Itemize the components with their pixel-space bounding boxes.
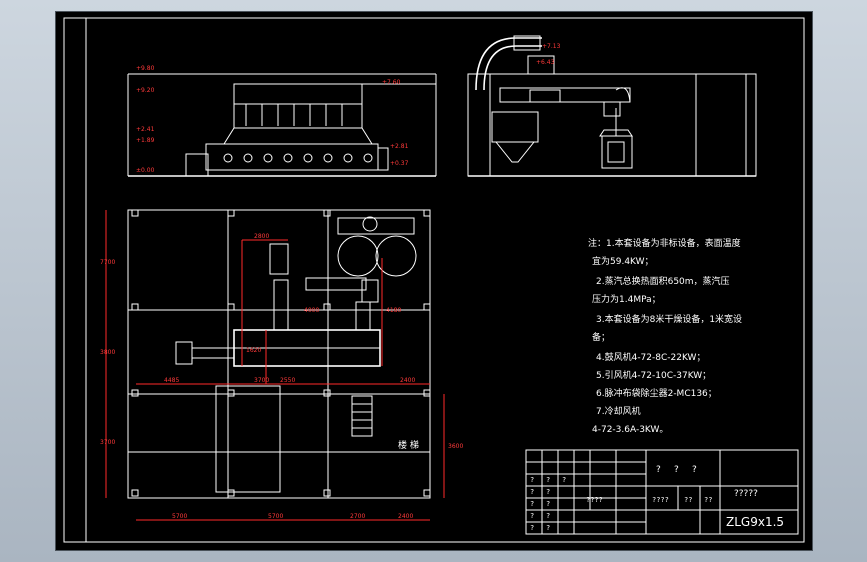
- level-label: +1.89: [136, 137, 155, 144]
- dimension-label: 4000: [304, 307, 319, 314]
- title-cell: ?: [674, 465, 679, 475]
- dimension-label: 3600: [448, 443, 463, 450]
- dimension-label: 3800: [100, 349, 115, 356]
- note-line: 7.冷却风机: [596, 405, 641, 417]
- title-mark: ?: [530, 524, 534, 532]
- note-line: 2.蒸汽总换热面积650m，蒸汽压: [596, 275, 730, 287]
- level-label: +9.20: [136, 87, 155, 94]
- title-cell: ?: [692, 465, 697, 475]
- title-mark: ?: [546, 476, 550, 484]
- title-mark: ?: [546, 524, 550, 532]
- dimension-label: 2550: [280, 377, 295, 384]
- level-label: +0.37: [390, 160, 409, 167]
- dimension-label: 4180: [386, 307, 401, 314]
- title-mark: ?: [546, 512, 550, 520]
- dimension-label: 7700: [100, 259, 115, 266]
- dimension-label: 1620: [246, 347, 261, 354]
- level-label: ±0.00: [136, 167, 155, 174]
- title-mark: ?: [530, 476, 534, 484]
- note-line: 备；: [592, 331, 610, 343]
- title-mark: ?: [546, 488, 550, 496]
- title-cell: ????: [652, 496, 669, 504]
- title-cell: ??: [684, 496, 692, 504]
- note-line: 5.引风机4-72-10C-37KW；: [596, 369, 711, 381]
- dimension-label: 2400: [398, 513, 413, 520]
- front-elevation-view: +7.13 +6.43: [467, 35, 757, 177]
- side-elevation-view: +9.80 +9.20 +2.41 +1.89 ±0.00 +7.60 +2.8…: [127, 65, 437, 177]
- model-label: ZLG9x1.5: [726, 515, 784, 529]
- note-line: 3.本套设备为8米干燥设备，1米宽设: [596, 313, 742, 325]
- notes-block: 注：1.本套设备为非标设备，表面温度 宜为59.4KW； 2.蒸汽总换热面积65…: [588, 237, 742, 435]
- title-block: ? ? ? ????? ???? ?? ?? ???? ZLG9x1.5 ? ?…: [525, 449, 799, 535]
- title-mark: ?: [530, 500, 534, 508]
- company-cell: ?????: [734, 489, 758, 499]
- note-line: 压力为1.4MPa；: [592, 293, 661, 305]
- title-cell: ?: [656, 465, 661, 475]
- note-line: 4.鼓风机4-72-8C-22KW；: [596, 351, 705, 363]
- plan-view: 7700 3800 3700 4485 3700 2550 2400 2800 …: [100, 209, 463, 521]
- level-label: +2.81: [390, 143, 409, 150]
- dimension-label: 5700: [172, 513, 187, 520]
- title-mark: ?: [530, 488, 534, 496]
- level-label: +7.60: [382, 79, 401, 86]
- dimension-label: 3700: [100, 439, 115, 446]
- level-label: +2.41: [136, 126, 155, 133]
- dimension-label: 5700: [268, 513, 283, 520]
- note-line: 4-72-3.6A-3KW。: [592, 425, 668, 435]
- drawing-sheet: +9.80 +9.20 +2.41 +1.89 ±0.00 +7.60 +2.8…: [56, 12, 812, 550]
- level-label: +9.80: [136, 65, 155, 72]
- dimension-label: 2800: [254, 233, 269, 240]
- title-mark: ?: [546, 500, 550, 508]
- title-mark: ?: [562, 476, 566, 484]
- dimension-label: 4485: [164, 377, 179, 384]
- inner-border: [85, 17, 805, 543]
- dimension-label: 2700: [350, 513, 365, 520]
- dimension-label: 2400: [400, 377, 415, 384]
- note-line: 宜为59.4KW；: [592, 255, 654, 267]
- note-line: 6.脉冲布袋除尘器2-MC136；: [596, 387, 717, 399]
- cad-drawing: +9.80 +9.20 +2.41 +1.89 ±0.00 +7.60 +2.8…: [63, 17, 805, 543]
- title-mark: ?: [530, 512, 534, 520]
- title-cell: ??: [704, 496, 712, 504]
- level-label: +6.43: [536, 59, 555, 66]
- title-cell: ????: [586, 496, 603, 504]
- dimension-label: 3700: [254, 377, 269, 384]
- stair-label: 楼 梯: [398, 439, 419, 451]
- note-line: 注：1.本套设备为非标设备，表面温度: [588, 237, 741, 249]
- level-label: +7.13: [542, 43, 561, 50]
